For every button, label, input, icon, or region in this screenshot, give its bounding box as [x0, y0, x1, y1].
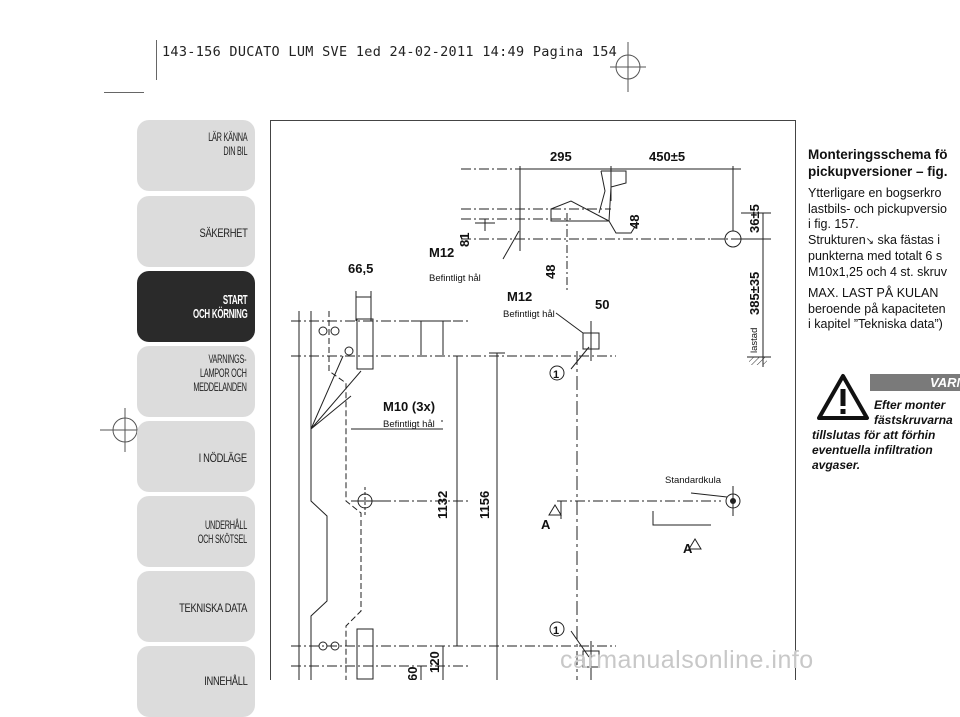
crop-mark — [156, 40, 157, 80]
dim-1156: 1156 — [477, 491, 492, 519]
dim-36: 36±5 — [747, 204, 762, 233]
dim-295: 295 — [550, 149, 572, 164]
tab-label: SÄKERHET — [199, 226, 247, 240]
dim-385: 385±35 — [747, 272, 762, 315]
reference-arrow-icon: ↘ — [865, 235, 875, 247]
dim-81: 81 — [457, 233, 472, 247]
dim-50: 50 — [595, 297, 609, 312]
label-lastad: lastad — [749, 328, 760, 353]
mounting-diagram-drawing: 295 450±5 36±5 385±35 81 48 48 50 66,5 1… — [291, 149, 771, 680]
registration-mark-top — [610, 42, 646, 92]
dim-120: 120 — [427, 651, 442, 673]
label-m10: M10 (3x) — [383, 399, 435, 414]
warning-triangle-icon — [816, 372, 870, 422]
section-label-a-left: A — [541, 517, 551, 532]
warning-box: VARN Efter monter fästskruvarna tillslut… — [808, 370, 960, 490]
dim-48-mid: 48 — [543, 265, 558, 279]
warning-line-3: tillslutas för att förhin — [812, 428, 936, 442]
callout-1-top: 1 — [553, 369, 559, 381]
paragraph-max-load: MAX. LAST PÅ KULAN beroende på kapacitet… — [808, 286, 946, 331]
dim-48-top: 48 — [627, 215, 642, 229]
dim-450: 450±5 — [649, 149, 685, 164]
label-hole-mid: Befintligt hål — [503, 309, 555, 320]
warning-line-4: eventuella infiltration — [812, 443, 933, 457]
crop-mark — [104, 92, 144, 93]
tab-i-nodlage[interactable]: I NÖDLÄGE — [137, 421, 255, 492]
dim-60: 60 — [405, 667, 420, 680]
paragraph-install: Ytterligare en bogserkro lastbils- och p… — [808, 186, 947, 279]
label-m12-mid: M12 — [507, 289, 532, 304]
tab-label: TEKNISKA DATA — [179, 601, 247, 615]
print-header: 143-156 DUCATO LUM SVE 1ed 24-02-2011 14… — [162, 44, 618, 60]
label-m12-top: M12 — [429, 245, 454, 260]
warning-line-2: fästskruvarna — [874, 413, 953, 427]
callout-1-bottom: 1 — [553, 625, 559, 637]
dim-1132: 1132 — [435, 491, 450, 519]
warning-line-5: avgaser. — [812, 458, 861, 472]
tab-innehall[interactable]: INNEHÅLL — [137, 646, 255, 717]
label-hole-left: Befintligt hål — [383, 419, 435, 430]
dim-66-5: 66,5 — [348, 261, 373, 276]
tab-sakerhet[interactable]: SÄKERHET — [137, 196, 255, 267]
tab-label: I NÖDLÄGE — [198, 451, 247, 465]
mounting-diagram: 295 450±5 36±5 385±35 81 48 48 50 66,5 1… — [270, 120, 796, 680]
watermark: carmanualsonline.info — [560, 646, 814, 674]
tab-label: INNEHÅLL — [203, 674, 248, 688]
label-standardkula: Standardkula — [665, 475, 722, 486]
warning-line-1: Efter monter — [874, 398, 946, 412]
warning-title: VARN — [870, 374, 960, 391]
section-label-a-right: A — [683, 541, 693, 556]
tab-tekniska-data[interactable]: TEKNISKA DATA — [137, 571, 255, 642]
label-hole-top: Befintligt hål — [429, 273, 481, 284]
